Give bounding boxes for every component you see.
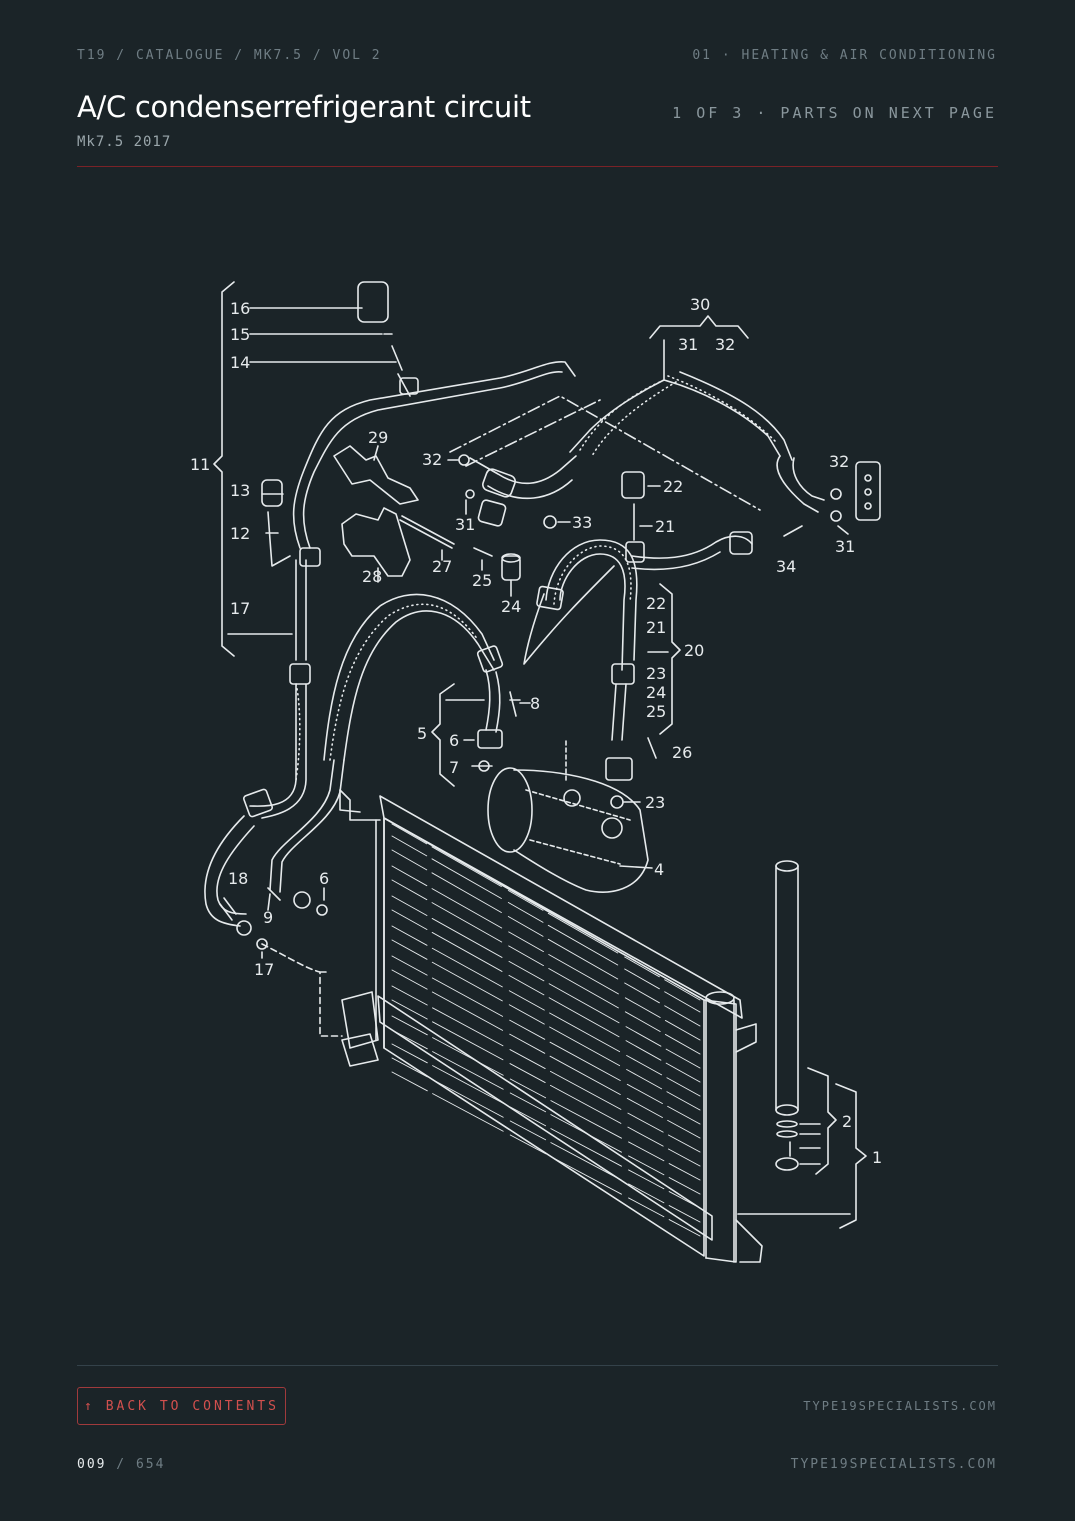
callout-31b: 31 (455, 515, 475, 534)
footer-site-link[interactable]: TYPE19SPECIALISTS.COM (803, 1399, 997, 1413)
header-divider (77, 166, 998, 167)
callout-22b: 22 (646, 594, 666, 613)
callout-14: 14 (230, 353, 250, 372)
callout-31c: 31 (835, 537, 855, 556)
callout-2: 2 (842, 1112, 852, 1131)
callout-21b: 21 (646, 618, 666, 637)
callout-26: 26 (672, 743, 692, 762)
callout-23a: 23 (646, 664, 666, 683)
callout-21a: 21 (655, 517, 675, 536)
callout-1: 1 (872, 1148, 882, 1167)
back-to-contents-button[interactable]: ↑ BACK TO CONTENTS (77, 1387, 286, 1425)
callout-25b: 25 (646, 702, 666, 721)
callout-11: 11 (190, 455, 210, 474)
callout-27: 27 (432, 557, 452, 576)
callout-32a: 32 (715, 335, 735, 354)
callout-24a: 24 (501, 597, 521, 616)
callout-9: 9 (263, 908, 273, 927)
callout-24b: 24 (646, 683, 666, 702)
callout-20: 20 (684, 641, 704, 660)
callout-30: 30 (690, 295, 710, 314)
breadcrumb: T19 / CATALOGUE / MK7.5 / VOL 2 (77, 48, 382, 63)
section-label: 01 · HEATING & AIR CONDITIONING (692, 48, 997, 63)
callout-15: 15 (230, 325, 250, 344)
callout-12: 12 (230, 524, 250, 543)
callout-5: 5 (417, 724, 427, 743)
page-counter: 009 / 654 (77, 1457, 165, 1472)
callout-29: 29 (368, 428, 388, 447)
footer-divider (77, 1365, 998, 1366)
callout-labels: 16 15 14 11 13 12 17 30 31 32 29 32 31 3… (190, 295, 882, 1167)
page-current: 009 (77, 1457, 107, 1472)
callout-17b: 17 (254, 960, 274, 979)
page-title: A/C condenserrefrigerant circuit (77, 90, 531, 124)
callout-6a: 6 (449, 731, 459, 750)
callout-22a: 22 (663, 477, 683, 496)
callout-4: 4 (654, 860, 664, 879)
parts-diagram: 16 15 14 11 13 12 17 30 31 32 29 32 31 3… (190, 281, 882, 1263)
page-indicator: 1 OF 3 · PARTS ON NEXT PAGE (672, 104, 997, 122)
footer-site-text: TYPE19SPECIALISTS.COM (790, 1457, 997, 1472)
callout-32b: 32 (422, 450, 442, 469)
callout-16: 16 (230, 299, 250, 318)
callout-13: 13 (230, 481, 250, 500)
callout-17a: 17 (230, 599, 250, 618)
bracket-11 (213, 281, 235, 657)
page-total: / 654 (106, 1457, 166, 1472)
callout-32c: 32 (829, 452, 849, 471)
page-subtitle: Mk7.5 2017 (77, 134, 172, 150)
callout-18: 18 (228, 869, 248, 888)
callout-28: 28 (362, 567, 382, 586)
callout-23b: 23 (645, 793, 665, 812)
callout-6b: 6 (319, 869, 329, 888)
callout-34: 34 (776, 557, 796, 576)
callout-7: 7 (449, 758, 459, 777)
callout-33: 33 (572, 513, 592, 532)
callout-25a: 25 (472, 571, 492, 590)
callout-8: 8 (530, 694, 540, 713)
callout-31a: 31 (678, 335, 698, 354)
